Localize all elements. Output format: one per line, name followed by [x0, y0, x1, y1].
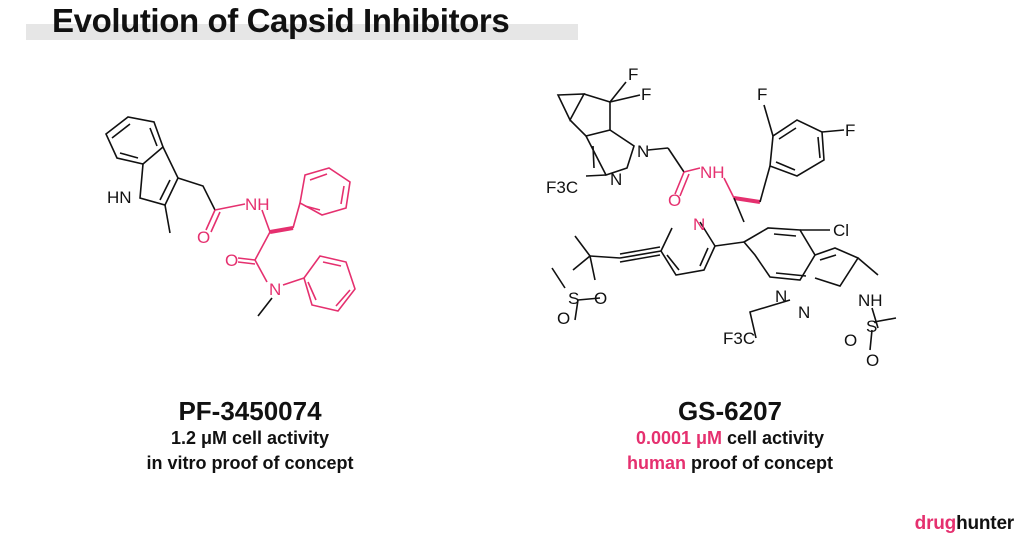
indole-nh-label: HN [107, 188, 132, 207]
sulfonamide-nh-label: NH [858, 291, 883, 310]
cf3-label-2: F3C [723, 329, 755, 348]
fluoro-label-1: F [628, 65, 638, 84]
sulfone-s-label-1: S [568, 289, 579, 308]
indazole-n-label-2: N [798, 303, 810, 322]
cf3-label-1: F3C [546, 178, 578, 197]
chloro-label: Cl [833, 221, 849, 240]
stage-line: human proof of concept [580, 451, 880, 476]
caption-gs-6207: GS-6207 0.0001 μM cell activity human pr… [580, 396, 880, 476]
indazole-n-label-1: N [775, 287, 787, 306]
fluoro-label-3: F [757, 85, 767, 104]
pyrazole-n-label-2: N [610, 170, 622, 189]
stage-text: proof of concept [686, 453, 833, 473]
amide-nh-label: NH [245, 195, 270, 214]
compound-name: PF-3450074 [178, 396, 322, 426]
stage-text: in vitro proof of concept [146, 453, 354, 473]
amide-nh-label-2: NH [700, 163, 725, 182]
sulfone-o-label-1: O [594, 289, 607, 308]
sulfonamide-o-label-1: O [844, 331, 857, 350]
fluoro-label-2: F [641, 85, 651, 104]
activity-line: 0.0001 μM cell activity [580, 426, 880, 451]
compound-name: GS-6207 [677, 396, 783, 426]
title-highlight-bar [26, 24, 578, 40]
logo-part-drug: drug [914, 513, 957, 534]
pyrazole-n-label-1: N [637, 142, 649, 161]
activity-suffix: cell activity [722, 428, 825, 448]
stage-line: in vitro proof of concept [100, 451, 400, 476]
carbonyl-o-label-3: O [668, 191, 681, 210]
activity-suffix: cell activity [226, 428, 330, 448]
caption-pf-3450074: PF-3450074 1.2 μM cell activity in vitro… [100, 396, 400, 476]
activity-value: 1.2 μM [170, 428, 227, 448]
activity-line: 1.2 μM cell activity [100, 426, 400, 451]
carbonyl-o-label-1: O [197, 228, 210, 247]
sulfonamide-s-label: S [866, 317, 877, 336]
fluoro-label-4: F [845, 121, 855, 140]
logo-part-hunter: hunter [956, 513, 1014, 534]
sulfone-o-label-2: O [557, 309, 570, 328]
drughunter-logo: drughunter [914, 513, 1015, 535]
sulfonamide-o-label-2: O [866, 351, 879, 370]
pyridine-n-label: N [693, 215, 705, 234]
page-title: Evolution of Capsid Inhibitors [52, 2, 510, 39]
stage-highlight: human [626, 453, 686, 473]
carbonyl-o-label-2: O [225, 251, 238, 270]
amide-n-label: N [269, 280, 281, 299]
activity-value: 0.0001 μM [635, 428, 722, 448]
